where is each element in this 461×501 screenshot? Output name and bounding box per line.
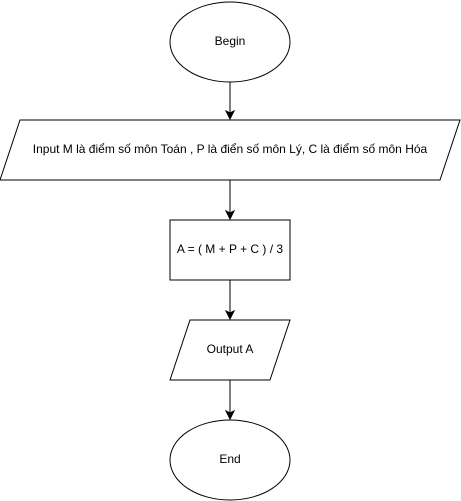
end-ellipse bbox=[169, 419, 291, 501]
end-node: End bbox=[169, 419, 291, 501]
arrowhead-icon bbox=[224, 309, 236, 321]
edge-start-to-input bbox=[224, 82, 236, 121]
input-parallelogram bbox=[0, 119, 461, 181]
input-label: Input M là điểm số môn Toán , P là điển … bbox=[33, 142, 428, 156]
end-label: End bbox=[219, 452, 240, 466]
arrowhead-icon bbox=[224, 109, 236, 121]
edge-input-to-process bbox=[224, 180, 236, 221]
output-node: Output A bbox=[169, 319, 291, 381]
input-node: Input M là điểm số môn Toán , P là điển … bbox=[0, 119, 461, 181]
edge-output-to-end bbox=[224, 380, 236, 421]
edge-process-to-output bbox=[224, 280, 236, 321]
process-rect bbox=[169, 219, 291, 281]
arrowhead-icon bbox=[224, 409, 236, 421]
process-node: A = ( M + P + C ) / 3 bbox=[169, 219, 291, 281]
output-label: Output A bbox=[207, 342, 254, 356]
arrowhead-icon bbox=[224, 209, 236, 221]
start-node: Begin bbox=[169, 1, 291, 83]
start-label: Begin bbox=[215, 34, 246, 48]
process-label: A = ( M + P + C ) / 3 bbox=[177, 242, 283, 256]
output-parallelogram bbox=[169, 319, 291, 381]
